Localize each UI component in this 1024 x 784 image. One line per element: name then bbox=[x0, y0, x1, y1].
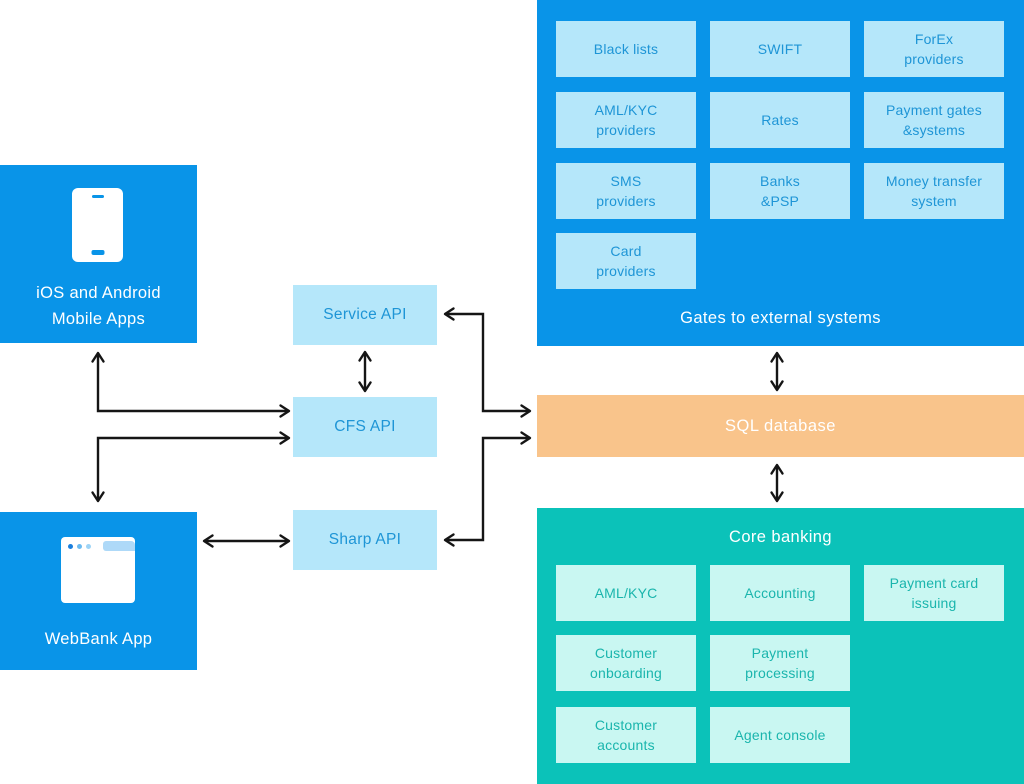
gates-box-sms-providers: SMS providers bbox=[556, 163, 696, 219]
browser-address-bar bbox=[103, 541, 135, 551]
mobile-apps-node: iOS and Android Mobile Apps bbox=[0, 165, 197, 343]
browser-dot-icon bbox=[86, 544, 91, 549]
gates-box-money-transfer: Money transfer system bbox=[864, 163, 1004, 219]
cfs-api-node: CFS API bbox=[293, 397, 437, 457]
browser-window-icon bbox=[61, 537, 135, 603]
gates-box-amlkyc-providers: AML/KYC providers bbox=[556, 92, 696, 148]
sql-database-node: SQL database bbox=[537, 395, 1024, 457]
gates-box-banks-psp: Banks &PSP bbox=[710, 163, 850, 219]
gates-box-swift: SWIFT bbox=[710, 21, 850, 77]
core-box-accounting: Accounting bbox=[710, 565, 850, 621]
phone-icon bbox=[72, 188, 123, 262]
phone-speaker-line bbox=[91, 195, 104, 198]
gates-box-black-lists: Black lists bbox=[556, 21, 696, 77]
gates-box-payment-gates: Payment gates &systems bbox=[864, 92, 1004, 148]
service-api-node: Service API bbox=[293, 285, 437, 345]
core-box-amlkyc: AML/KYC bbox=[556, 565, 696, 621]
gates-box-card-providers: Card providers bbox=[556, 233, 696, 289]
core-banking-panel: Core banking AML/KYC Accounting Payment … bbox=[537, 508, 1024, 784]
core-box-customer-onboarding: Customer onboarding bbox=[556, 635, 696, 691]
arrow-service-sql bbox=[443, 307, 532, 418]
core-box-customer-accounts: Customer accounts bbox=[556, 707, 696, 763]
core-box-payment-processing: Payment processing bbox=[710, 635, 850, 691]
core-banking-title: Core banking bbox=[729, 528, 832, 546]
arrow-mobile-to-cfs bbox=[91, 351, 291, 418]
core-box-agent-console: Agent console bbox=[710, 707, 850, 763]
browser-dot-icon bbox=[77, 544, 82, 549]
mobile-apps-label: iOS and Android Mobile Apps bbox=[36, 284, 161, 328]
arrow-webbank-to-cfs bbox=[91, 431, 291, 503]
browser-dot-icon bbox=[68, 544, 73, 549]
phone-home-button bbox=[91, 250, 104, 255]
webbank-node: WebBank App bbox=[0, 512, 197, 670]
core-box-payment-card-issuing: Payment card issuing bbox=[864, 565, 1004, 621]
sharp-api-node: Sharp API bbox=[293, 510, 437, 570]
gates-box-forex-providers: ForEx providers bbox=[864, 21, 1004, 77]
arrow-sharp-sql bbox=[443, 431, 532, 547]
gates-panel-title: Gates to external systems bbox=[680, 309, 881, 327]
webbank-label: WebBank App bbox=[44, 630, 153, 648]
gates-box-rates: Rates bbox=[710, 92, 850, 148]
gates-panel: Black lists SWIFT ForEx providers AML/KY… bbox=[537, 0, 1024, 346]
